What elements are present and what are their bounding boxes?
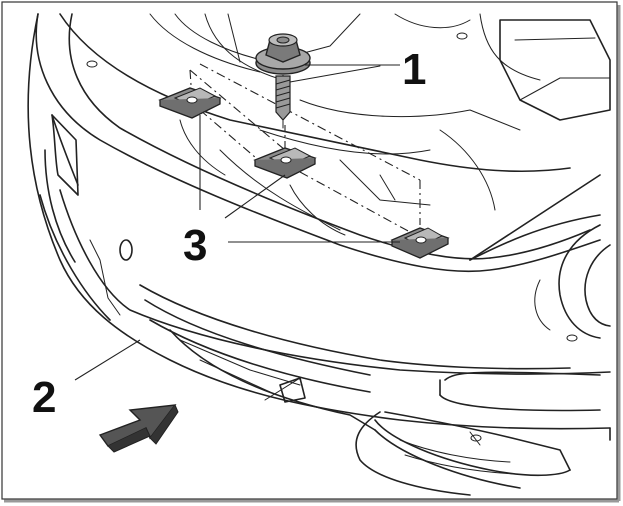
clip-nut-left [158, 87, 222, 119]
callout-3: 3 [183, 221, 207, 270]
luggage-compartment [59, 13, 611, 236]
clip-nut-middle [253, 147, 317, 179]
bolt-part [255, 33, 311, 129]
callout-2: 2 [32, 373, 56, 422]
direction-arrow [98, 404, 179, 453]
figure-frame [1, 1, 618, 500]
front-bumper [27, 13, 611, 496]
headlight-right [534, 224, 611, 342]
clip-nut-right [390, 227, 450, 259]
leader-lines [74, 64, 400, 381]
callout-1: 1 [402, 45, 426, 94]
